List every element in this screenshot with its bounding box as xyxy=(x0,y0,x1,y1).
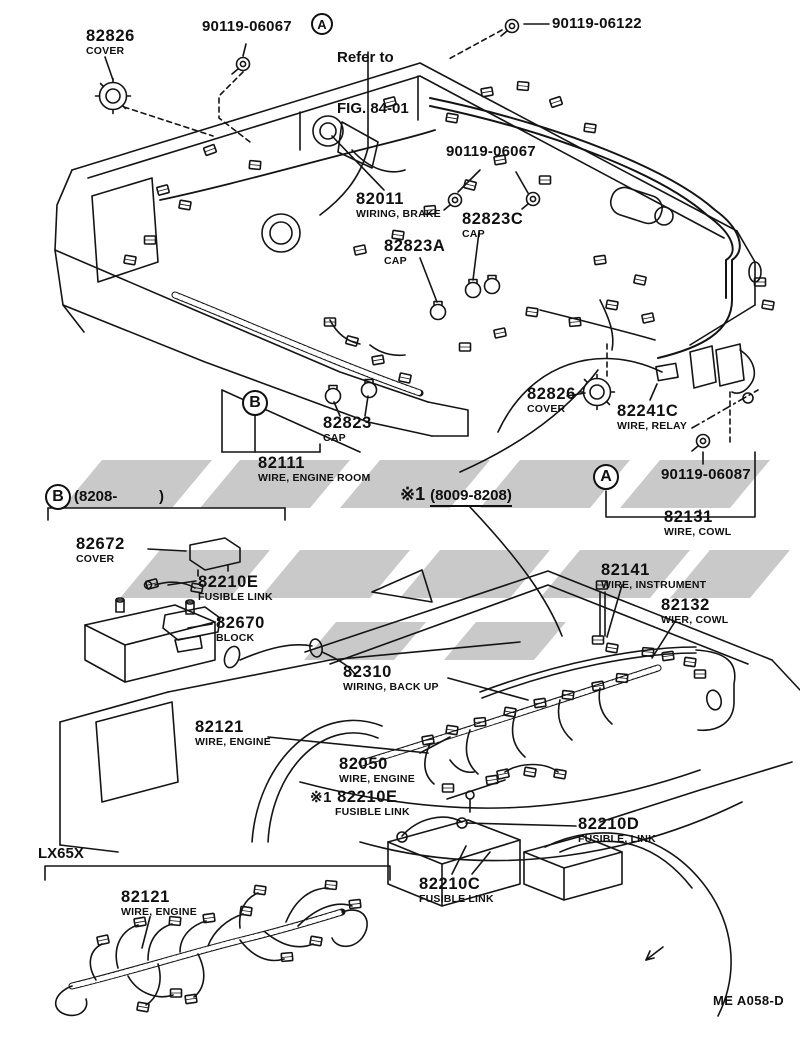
part-desc: WIRE, ENGINE ROOM xyxy=(258,472,371,485)
callout-82131: 82131 WIRE, COWL xyxy=(664,508,732,539)
variant-note-lx65x: LX65X xyxy=(38,845,84,862)
callout-82050: 82050 WIRE, ENGINE xyxy=(339,755,415,786)
part-number: 82210C xyxy=(419,875,481,893)
part-number: 82131 xyxy=(664,508,713,526)
part-number: 82210D xyxy=(578,815,640,833)
part-desc: CAP xyxy=(462,228,485,241)
part-number: 82826 xyxy=(527,385,576,403)
part-desc: FUSIBLE, LINK xyxy=(578,833,656,846)
engine-room-body xyxy=(54,62,756,437)
top-leader-lines xyxy=(104,23,759,637)
callout-82310: 82310 WIRING, BACK UP xyxy=(343,663,439,694)
part-desc: FUSIBLE LINK xyxy=(419,893,494,906)
part-desc: COVER xyxy=(527,403,566,416)
part-number: 82210E xyxy=(198,573,259,591)
cowl-harness xyxy=(223,580,736,793)
part-desc: FUSIBLE LINK xyxy=(335,806,410,819)
part-number: 82210E xyxy=(337,788,398,806)
part-desc: WIRE, ENGINE xyxy=(121,906,197,919)
engine-room-harness xyxy=(159,97,762,397)
lx65x-harness xyxy=(54,879,368,1017)
part-number: 82121 xyxy=(195,718,244,736)
part-number: 90119-06067 xyxy=(446,143,536,160)
callout-82823: 82823 CAP xyxy=(323,414,372,445)
figure-code: ME A058-D xyxy=(713,993,785,1008)
callout-82111: 82111 WIRE, ENGINE ROOM xyxy=(258,454,371,485)
part-number: 90119-06087 xyxy=(661,466,751,483)
part-number: 82310 xyxy=(343,663,392,681)
callout-90119-06122: 90119-06122 xyxy=(552,16,642,32)
callout-82823a: 82823A CAP xyxy=(384,237,446,268)
part-number: 82050 xyxy=(339,755,388,773)
callout-82210d: 82210D FUSIBLE, LINK xyxy=(578,815,656,846)
part-number: 82823C xyxy=(462,210,524,228)
refer-note-line1: Refer to xyxy=(337,49,394,66)
callout-82241c: 82241C WIRE, RELAY xyxy=(617,402,688,433)
watermark xyxy=(62,460,790,660)
part-desc: BLOCK xyxy=(216,632,255,645)
part-desc: COVER xyxy=(76,553,115,566)
engine-room-parts xyxy=(94,18,756,452)
callout-82011: 82011 WIRING, BRAKE xyxy=(356,190,441,221)
note-brackets xyxy=(44,507,391,881)
part-number: 82141 xyxy=(601,561,650,579)
callout-82121-bottom: 82121 WIRE, ENGINE xyxy=(121,888,197,919)
circled-letter-b-top: B xyxy=(242,390,268,416)
refer-note: Refer to FIG. 84-01 xyxy=(337,15,409,134)
part-number: 82823A xyxy=(384,237,446,255)
circled-letter-b-note: B xyxy=(45,484,71,510)
part-number: 82241C xyxy=(617,402,679,420)
part-desc: WIRE, COWL xyxy=(664,526,732,539)
part-desc: CAP xyxy=(323,432,346,445)
part-desc: WIRING, BRAKE xyxy=(356,208,441,221)
part-desc: COVER xyxy=(86,45,125,58)
part-desc: WIRE, RELAY xyxy=(617,420,688,433)
circled-letter-a-top: A xyxy=(311,13,333,35)
part-number: 82670 xyxy=(216,614,265,632)
part-number: 82111 xyxy=(258,454,306,472)
part-desc: WIRE, ENGINE xyxy=(195,736,271,749)
mid-leader-lines xyxy=(141,548,677,949)
part-desc: FUSIBLE LINK xyxy=(198,591,273,604)
part-desc: WIRING, BACK UP xyxy=(343,681,439,694)
part-number: 90119-06067 xyxy=(202,18,292,35)
callout-82210e-star: ※1 82210E FUSIBLE LINK xyxy=(310,788,410,819)
circled-letter-a-mid: A xyxy=(593,464,619,490)
part-number: 82011 xyxy=(356,190,404,208)
part-number: 82132 xyxy=(661,596,710,614)
callout-82826-cover-top: 82826 COVER xyxy=(86,27,135,58)
part-desc: CAP xyxy=(384,255,407,268)
callout-82210c: 82210C FUSIBLE LINK xyxy=(419,875,494,906)
part-desc: WIER, COWL xyxy=(661,614,729,627)
callout-82672: 82672 COVER xyxy=(76,535,125,566)
b-range-note: (8208- ) xyxy=(74,488,165,505)
callout-90119-06087: 90119-06087 xyxy=(661,467,751,483)
star-range-note: ※1 (8009-8208) xyxy=(400,484,512,507)
part-number: 82826 xyxy=(86,27,135,45)
callout-82210e: 82210E FUSIBLE LINK xyxy=(198,573,273,604)
part-number: 82121 xyxy=(121,888,170,906)
part-desc: WIRE, INSTRUMENT xyxy=(601,579,707,592)
star-prefix: ※1 xyxy=(310,789,333,806)
engine-room-connectors xyxy=(123,80,775,384)
part-desc: WIRE, ENGINE xyxy=(339,773,415,786)
part-number: 82823 xyxy=(323,414,372,432)
star-range: (8009-8208) xyxy=(430,487,512,507)
star-prefix: ※1 xyxy=(400,484,426,504)
callout-82121-mid: 82121 WIRE, ENGINE xyxy=(195,718,271,749)
callout-82826-cover-mid: 82826 COVER xyxy=(527,385,576,416)
refer-note-line2: FIG. 84-01 xyxy=(337,100,409,117)
callout-90119-06067-mid: 90119-06067 xyxy=(446,144,536,160)
callout-82823c: 82823C CAP xyxy=(462,210,524,241)
relay-box-area xyxy=(387,761,793,1017)
callout-90119-06067-top: 90119-06067 xyxy=(202,19,292,35)
part-number: 90119-06122 xyxy=(552,15,642,32)
fuse-block-parts xyxy=(84,537,241,683)
callout-82132: 82132 WIER, COWL xyxy=(661,596,729,627)
callout-82141: 82141 WIRE, INSTRUMENT xyxy=(601,561,707,592)
callout-82670: 82670 BLOCK xyxy=(216,614,265,645)
part-number: 82672 xyxy=(76,535,125,553)
